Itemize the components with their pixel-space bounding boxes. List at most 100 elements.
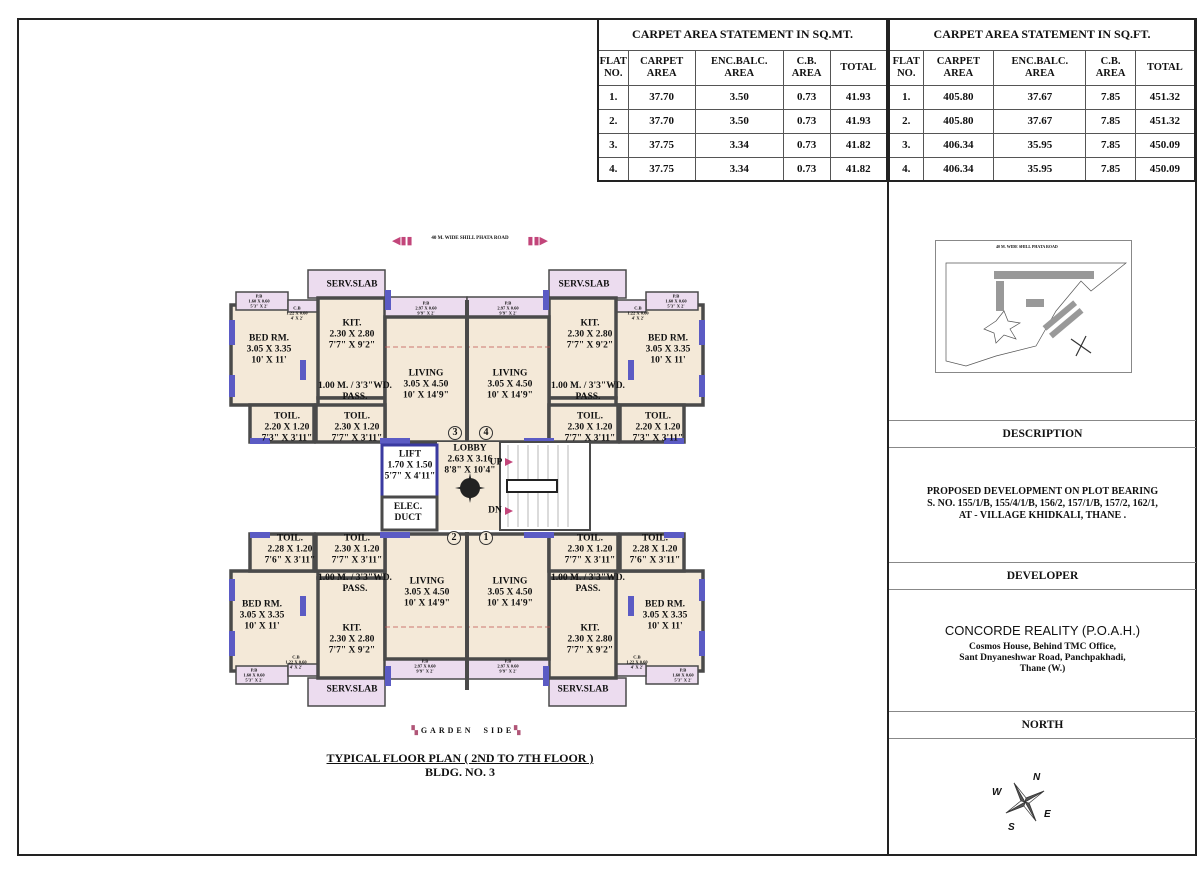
room-label-toilet: TOIL. 2.20 X 1.20 7'3" X 3'11" bbox=[632, 411, 684, 444]
table-cell: 450.09 bbox=[1134, 156, 1196, 182]
road-label: 40 M. WIDE SHILL PHATA ROAD bbox=[431, 236, 509, 241]
pocket-balcony-label: P.B 2.97 X 0.60 9'9" X 2' bbox=[497, 300, 519, 316]
room-label-kitchen: KIT. 2.30 X 2.80 7'7" X 9'2" bbox=[328, 623, 376, 656]
toilet bbox=[314, 403, 387, 444]
table-cell: 0.73 bbox=[782, 132, 831, 158]
col-header: C.B. AREA bbox=[782, 49, 831, 86]
window bbox=[250, 438, 270, 444]
room-label-bedroom: BED RM. 3.05 X 3.35 10' X 11' bbox=[642, 599, 688, 632]
toilet bbox=[618, 532, 686, 573]
table-cell: 451.32 bbox=[1134, 84, 1196, 110]
col-header: ENC.BALC. AREA bbox=[993, 49, 1087, 86]
room-label-toilet: TOIL. 2.30 X 1.20 7'7" X 3'11" bbox=[564, 533, 616, 566]
elec-duct-label: ELEC. DUCT bbox=[393, 502, 423, 523]
site-key-plan: 40 M. WIDE SHILL PHATA ROAD bbox=[935, 240, 1132, 373]
north-compass: N E S W bbox=[985, 770, 1065, 840]
site-outline bbox=[945, 262, 1127, 367]
arrow-right-icon: ▮▮▶ bbox=[527, 235, 548, 247]
flat-number: 3 bbox=[448, 426, 462, 440]
site-road-label: 40 M. WIDE SHILL PHATA ROAD bbox=[996, 244, 1058, 249]
description-text: PROPOSED DEVELOPMENT ON PLOT BEARING S. … bbox=[926, 486, 1159, 521]
service-slab bbox=[307, 677, 386, 707]
pocket-balcony-label: P.B 1.60 X 0.60 5'3" X 2' bbox=[672, 667, 694, 683]
title-block-divider bbox=[887, 18, 889, 856]
passage-label: 1.00 M. / 3'3"WD. PASS. bbox=[318, 573, 392, 594]
service-slab bbox=[548, 269, 627, 299]
window bbox=[380, 438, 410, 444]
window bbox=[628, 360, 634, 380]
col-header: TOTAL bbox=[1134, 49, 1196, 86]
compass-star-icon bbox=[1005, 782, 1045, 822]
cupboard-label: C.B 1.22 X 0.60 4' X 2' bbox=[285, 654, 307, 670]
room-label-living: LIVING 3.05 X 4.50 10' X 14'9" bbox=[403, 368, 449, 401]
table-cell: 37.70 bbox=[627, 84, 696, 110]
bedroom bbox=[613, 303, 705, 407]
arrow-down-icon bbox=[505, 507, 513, 515]
table-cell: 451.32 bbox=[1134, 108, 1196, 134]
pocket-balcony-label: P.B 1.60 X 0.60 5'3" X 2' bbox=[665, 293, 687, 309]
room-label-toilet: TOIL. 2.28 X 1.20 7'6" X 3'11" bbox=[264, 533, 316, 566]
cupboard-label: C.B 1.22 X 0.60 4' X 2' bbox=[627, 305, 649, 321]
cupboard-label: C.B 1.22 X 0.60 4' X 2' bbox=[286, 305, 308, 321]
table-cell: 7.85 bbox=[1085, 156, 1136, 182]
passage-label: 1.00 M. / 3'3"WD. PASS. bbox=[551, 573, 625, 594]
table-cell: 37.67 bbox=[993, 108, 1087, 134]
serv-slab-label: SERV.SLAB bbox=[326, 279, 378, 290]
room-label-living: LIVING 3.05 X 4.50 10' X 14'9" bbox=[487, 368, 533, 401]
window bbox=[250, 532, 270, 538]
room-label-bedroom: BED RM. 3.05 X 3.35 10' X 11' bbox=[645, 333, 691, 366]
serv-slab-label: SERV.SLAB bbox=[326, 684, 378, 695]
window bbox=[699, 579, 705, 601]
room-label-kitchen: KIT. 2.30 X 2.80 7'7" X 9'2" bbox=[328, 318, 376, 351]
table-title: CARPET AREA STATEMENT IN SQ.FT. bbox=[888, 18, 1196, 51]
toilet bbox=[547, 532, 620, 573]
table-cell: 4. bbox=[888, 156, 924, 182]
serv-slab-label: SERV.SLAB bbox=[558, 279, 610, 290]
lobby-label: LOBBY 2.63 X 3.16 8'8" X 10'4" bbox=[444, 443, 496, 476]
window bbox=[385, 666, 391, 686]
marker-icon: ▚ bbox=[514, 726, 524, 735]
serv-slab-label: SERV.SLAB bbox=[557, 684, 609, 695]
stair-down-label: DN bbox=[488, 505, 502, 516]
table-cell: 0.73 bbox=[782, 84, 831, 110]
toilet bbox=[618, 403, 686, 444]
arrow-up-icon bbox=[505, 458, 513, 466]
flat-number: 4 bbox=[479, 426, 493, 440]
compass-s: S bbox=[1008, 822, 1015, 833]
table-cell: 41.82 bbox=[829, 156, 888, 182]
table-cell: 1. bbox=[597, 84, 629, 110]
window bbox=[229, 631, 235, 656]
pocket-balcony-label: P.B 2.97 X 0.60 9'9" X 2' bbox=[415, 300, 437, 316]
table-cell: 3.34 bbox=[694, 132, 784, 158]
window bbox=[300, 360, 306, 380]
window bbox=[699, 631, 705, 656]
road-indicator: ◀▮▮ 40 M. WIDE SHILL PHATA ROAD ▮▮▶ bbox=[392, 234, 548, 247]
window bbox=[543, 290, 549, 310]
pocket-balcony-label: P.B 1.60 X 0.60 5'3" X 2' bbox=[248, 293, 270, 309]
table-cell: 1. bbox=[888, 84, 924, 110]
developer-name: CONCORDE REALITY (P.O.A.H.) bbox=[944, 623, 1141, 638]
plan-subtitle: BLDG. NO. 3 bbox=[424, 765, 495, 779]
arrow-left-icon: ◀▮▮ bbox=[392, 235, 413, 247]
toilet bbox=[248, 403, 316, 444]
col-header: TOTAL bbox=[829, 49, 888, 86]
elec-duct bbox=[380, 495, 439, 532]
room-label-toilet: TOIL. 2.20 X 1.20 7'3" X 3'11" bbox=[261, 411, 313, 444]
room-label-toilet: TOIL. 2.28 X 1.20 7'6" X 3'11" bbox=[629, 533, 681, 566]
passage-label: 1.00 M. / 3'3"WD. PASS. bbox=[318, 381, 392, 402]
window bbox=[300, 596, 306, 616]
compass-e: E bbox=[1044, 809, 1051, 820]
window bbox=[628, 596, 634, 616]
room-label-living: LIVING 3.05 X 4.50 10' X 14'9" bbox=[404, 576, 450, 609]
service-slab bbox=[548, 677, 627, 707]
north-heading: NORTH bbox=[889, 711, 1196, 739]
garden-side-label: ▚GARDEN SIDE▚ bbox=[400, 717, 530, 735]
developer-heading: DEVELOPER bbox=[889, 562, 1196, 590]
room-label-toilet: TOIL. 2.30 X 1.20 7'7" X 3'11" bbox=[564, 411, 616, 444]
garden-side-text: GARDEN SIDE bbox=[420, 726, 515, 735]
window bbox=[229, 320, 235, 345]
toilet bbox=[248, 532, 316, 573]
